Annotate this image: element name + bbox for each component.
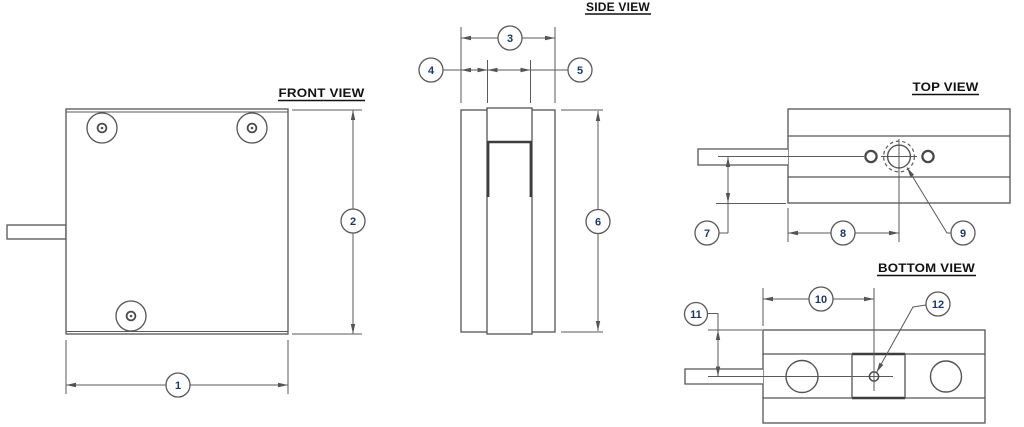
balloon-5: 5 (567, 57, 593, 83)
bottom-small-hole (868, 288, 880, 391)
top-small-hole-right (921, 149, 935, 164)
balloon-9-label: 9 (960, 228, 966, 240)
balloon-11: 11 (683, 301, 709, 327)
front-body (65, 108, 289, 335)
arrowhead (788, 230, 798, 236)
balloon-6-label: 6 (595, 217, 601, 229)
arrowhead (763, 296, 773, 302)
dimension-11: 11 (683, 301, 762, 377)
arrowhead (487, 67, 498, 73)
balloon-4: 4 (418, 57, 444, 83)
arrowhead (477, 67, 488, 73)
balloon-2: 2 (340, 208, 366, 234)
bottom-view-title: BOTTOM VIEW (878, 261, 976, 275)
top-small-hole-left (864, 149, 878, 164)
balloon-3-label: 3 (507, 33, 513, 45)
arrowhead (725, 193, 731, 203)
front-screw-top-right (236, 112, 268, 144)
dimension-10: 10 (762, 286, 874, 326)
balloon-7-label: 7 (704, 228, 710, 240)
balloon-10: 10 (808, 286, 834, 312)
front-view: FRONT VIEW (6, 86, 366, 398)
arrowhead (278, 382, 288, 388)
arrowhead (725, 157, 731, 167)
balloon-8-label: 8 (840, 228, 846, 240)
balloon-10-label: 10 (815, 294, 827, 306)
dimension-1: 1 (65, 340, 289, 398)
front-screw-top-left (86, 112, 118, 144)
leader-9: 9 (906, 167, 976, 246)
arrowhead (595, 111, 601, 121)
balloon-7: 7 (694, 220, 720, 246)
balloon-12-label: 12 (932, 299, 944, 311)
dimension-3: 3 (460, 25, 556, 103)
arrowhead (520, 67, 531, 73)
front-view-title: FRONT VIEW (279, 86, 366, 100)
balloon-1: 1 (165, 372, 191, 398)
balloon-12: 12 (925, 291, 951, 317)
dimension-4-5: 4 5 (418, 57, 593, 103)
balloon-8: 8 (830, 220, 856, 246)
balloon-6: 6 (585, 208, 611, 235)
dimension-6: 6 (561, 109, 611, 333)
arrowhead (350, 324, 356, 334)
arrowhead (876, 362, 884, 373)
arrowhead (715, 330, 721, 340)
balloon-9: 9 (950, 220, 976, 246)
balloon-2-label: 2 (350, 216, 356, 228)
top-center-boss (881, 139, 917, 242)
front-left-tab (6, 224, 67, 240)
arrowhead (864, 296, 874, 302)
top-view-title: TOP VIEW (913, 80, 980, 94)
bottom-view: BOTTOM VIEW 10 (683, 261, 986, 424)
side-center-beam (486, 107, 533, 335)
balloon-11-label: 11 (690, 309, 702, 321)
side-view: SIDE VIEW 3 (418, 0, 651, 335)
dimension-2: 2 (292, 109, 366, 335)
bottom-bore-left (785, 359, 819, 394)
arrowhead (715, 366, 721, 377)
bottom-bore-right (929, 360, 963, 393)
balloon-4-label: 4 (428, 65, 435, 77)
balloon-5-label: 5 (577, 65, 583, 77)
arrowhead (889, 230, 899, 236)
arrowhead (907, 167, 915, 178)
dimension-7: 7 (694, 157, 786, 246)
arrowhead (595, 321, 601, 331)
dimension-8: 8 (787, 208, 899, 246)
arrowhead (461, 35, 471, 41)
arrowhead (545, 35, 555, 41)
top-view: TOP VIEW 7 (694, 80, 1011, 246)
side-view-title: SIDE VIEW (586, 0, 650, 14)
arrowhead (350, 110, 356, 120)
front-screw-bottom (115, 300, 147, 332)
balloon-1-label: 1 (175, 380, 181, 392)
leader-12: 12 (876, 291, 951, 373)
arrowhead (66, 382, 76, 388)
arrowhead (461, 67, 471, 73)
balloon-3: 3 (497, 25, 523, 51)
